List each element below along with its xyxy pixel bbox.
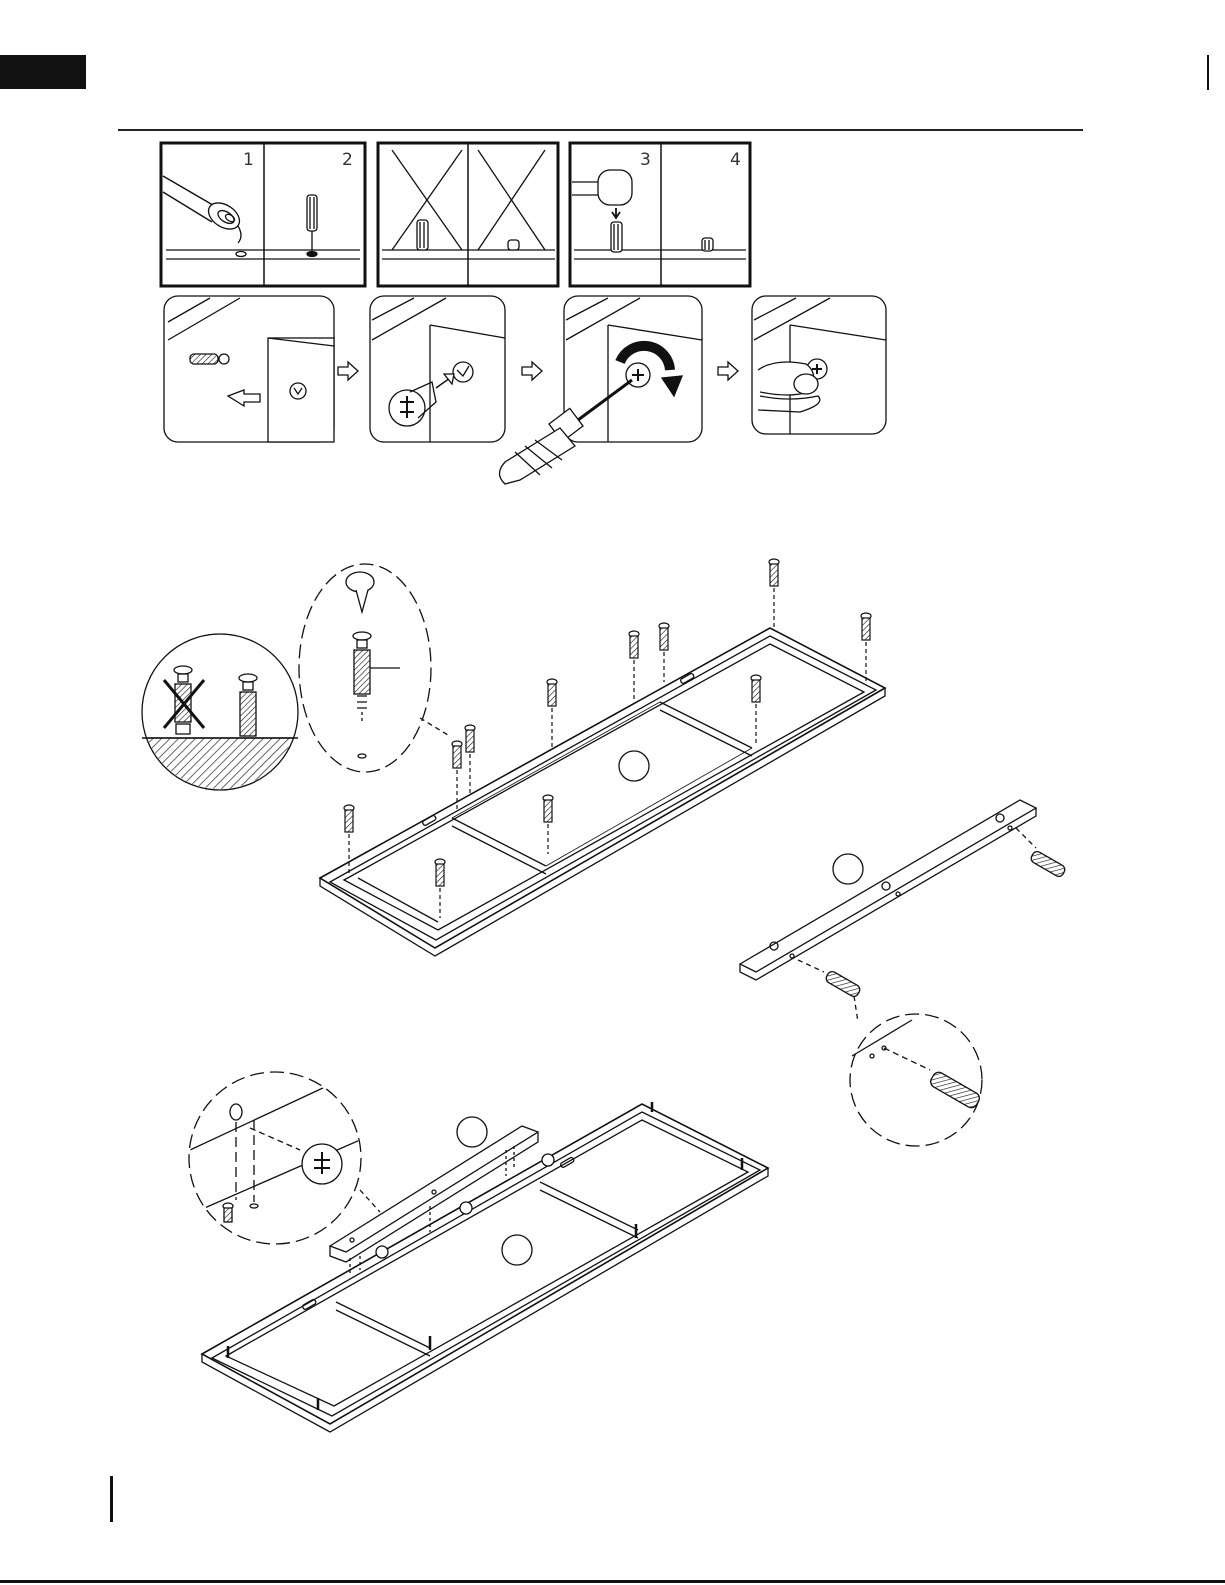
frame-panel-bottom <box>189 1072 768 1432</box>
cam-lock-icon <box>389 382 436 426</box>
page-margin-mark <box>110 1476 113 1522</box>
frame-panel-top <box>140 559 885 956</box>
mallet-icon <box>572 170 632 218</box>
footer-rule <box>0 1580 1225 1583</box>
dowel-icon <box>307 195 317 257</box>
cam-lock-steps <box>164 296 886 484</box>
glue-bottle-icon <box>163 176 246 257</box>
dowel-glue-panels <box>161 143 750 286</box>
cam-bolt-icon <box>190 354 229 364</box>
rail-part <box>740 800 1067 1146</box>
screwdriver-icon <box>500 380 633 484</box>
